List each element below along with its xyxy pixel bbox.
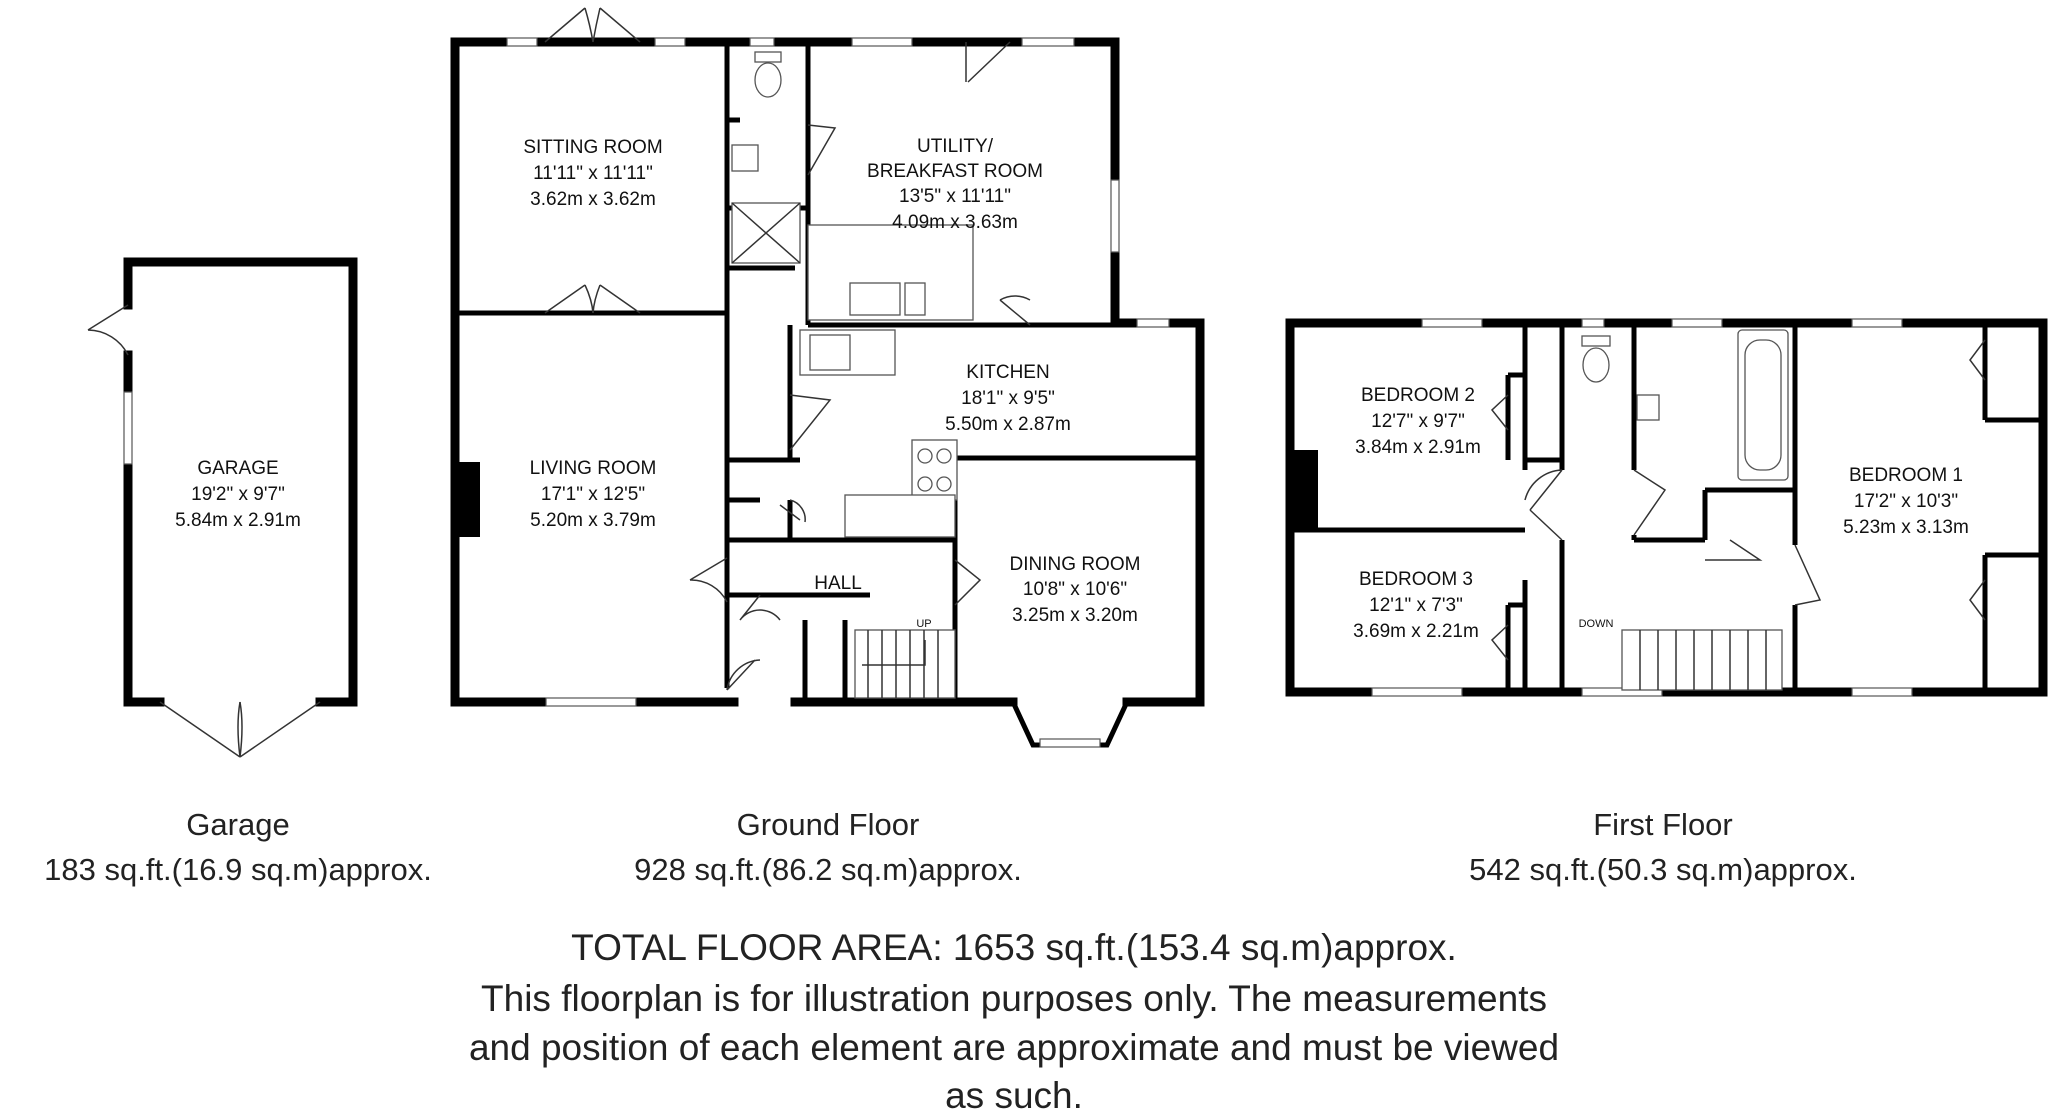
kitchen-imperial: 18'1" x 9'5" [961,388,1055,409]
first-caption-area: 542 sq.ft.(50.3 sq.m)approx. [1469,852,1857,887]
bedroom1-name: BEDROOM 1 [1849,465,1963,486]
first-caption-title: First Floor [1593,807,1733,842]
garage-name: GARAGE [197,458,278,479]
bedroom1-metric: 5.23m x 3.13m [1843,517,1969,538]
stairs-down-label: DOWN [1579,618,1614,630]
total-floor-area: TOTAL FLOOR AREA: 1653 sq.ft.(153.4 sq.m… [571,927,1457,968]
utility-imperial: 13'5" x 11'11" [899,186,1011,207]
garage-metric: 5.84m x 2.91m [175,510,301,531]
garage-caption-area: 183 sq.ft.(16.9 sq.m)approx. [44,852,432,887]
first-floor-plan [1285,318,2048,697]
kitchen-name: KITCHEN [966,362,1049,383]
kitchen-metric: 5.50m x 2.87m [945,414,1071,435]
disclaimer-line-3: as such. [945,1075,1083,1115]
disclaimer-line-2: and position of each element are approxi… [469,1027,1559,1068]
ground-floor-plan [450,7,1205,748]
stairs-up-label: UP [916,618,931,630]
utility-name: UTILITY/ [917,136,994,157]
garage-plan [87,257,358,758]
living-room-metric: 5.20m x 3.79m [530,510,656,531]
dining-room-metric: 3.25m x 3.20m [1012,605,1138,626]
bedroom2-name: BEDROOM 2 [1361,385,1475,406]
garage-imperial: 19'2" x 9'7" [191,484,285,505]
bedroom2-metric: 3.84m x 2.91m [1355,437,1481,458]
living-room-imperial: 17'1" x 12'5" [541,484,645,505]
disclaimer-line-1: This floorplan is for illustration purpo… [481,978,1547,1019]
sitting-room-name: SITTING ROOM [523,137,662,158]
bedroom3-imperial: 12'1" x 7'3" [1369,595,1463,616]
bedroom3-metric: 3.69m x 2.21m [1353,621,1479,642]
ground-caption-title: Ground Floor [737,807,920,842]
utility-name-2: BREAKFAST ROOM [867,161,1043,182]
living-room-name: LIVING ROOM [530,458,657,479]
bedroom3-name: BEDROOM 3 [1359,569,1473,590]
sitting-room-metric: 3.62m x 3.62m [530,189,656,210]
ground-caption-area: 928 sq.ft.(86.2 sq.m)approx. [634,852,1022,887]
dining-room-name: DINING ROOM [1010,554,1141,575]
sitting-room-imperial: 11'11" x 11'11" [533,163,653,184]
utility-metric: 4.09m x 3.63m [892,212,1018,233]
bedroom1-imperial: 17'2" x 10'3" [1854,491,1958,512]
garage-caption-title: Garage [186,807,289,842]
hall-name: HALL [814,573,862,594]
dining-room-imperial: 10'8" x 10'6" [1023,579,1127,600]
bedroom2-imperial: 12'7" x 9'7" [1371,411,1465,432]
